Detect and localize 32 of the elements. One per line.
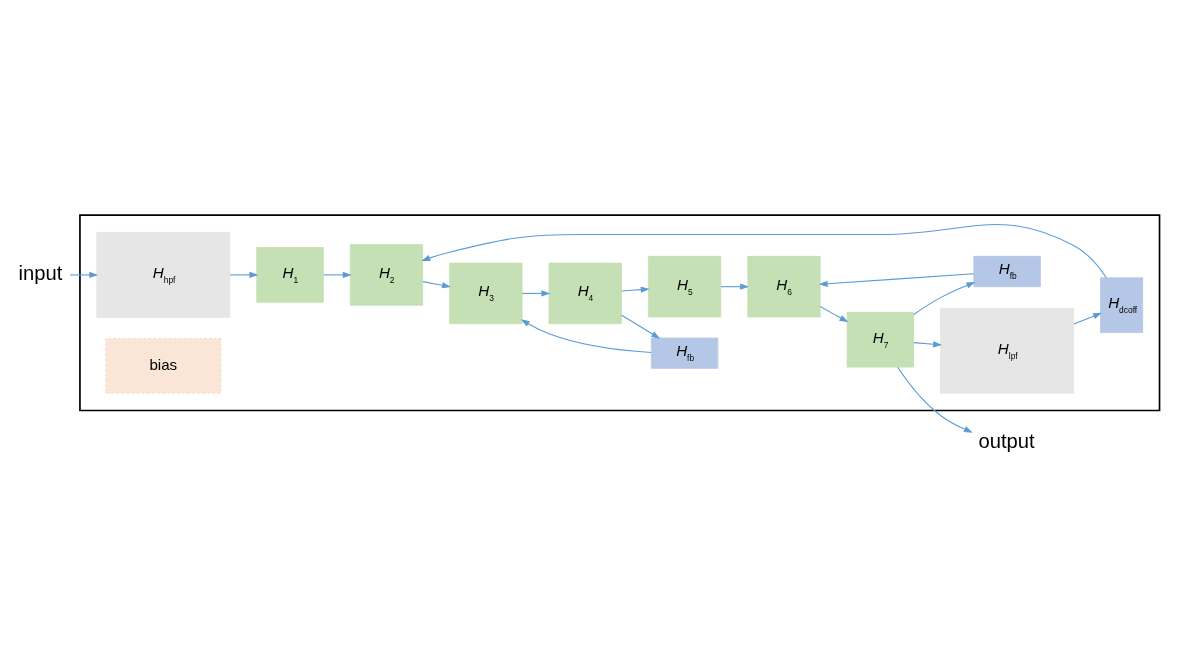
arrow [322, 271, 352, 278]
node-box: H$_{2}$ [349, 244, 424, 306]
arrow [422, 281, 451, 289]
node-box: H$_{5}$ [647, 255, 722, 318]
arrow [621, 286, 650, 293]
node-box: H$_{1}$ [256, 247, 324, 303]
arrow [421, 223, 1107, 279]
node-box: bias [105, 338, 222, 394]
node-box: H$_{7}$ [846, 311, 915, 368]
node-box: H$_{fb}$ [973, 255, 1041, 288]
node-box: H$_{hpf}$ [96, 231, 231, 318]
cluster [79, 214, 1161, 412]
arrow [521, 290, 551, 297]
node-box: H$_{fb}$ [650, 337, 719, 369]
arrow [520, 319, 652, 353]
arrow [819, 306, 849, 323]
arrow [818, 273, 975, 287]
node-box: H$_{lpf}$ [940, 307, 1075, 394]
arrow [69, 271, 99, 278]
arrow [720, 283, 750, 290]
arrow [621, 314, 661, 339]
arrow [913, 341, 943, 348]
arrow [897, 366, 973, 433]
arrow [1073, 312, 1103, 325]
node-text: output [978, 429, 1035, 452]
node-box: H$_{6}$ [747, 255, 821, 318]
node-box: H$_{dcoff}$ [1100, 277, 1144, 333]
node-text: input [18, 262, 63, 285]
arrow [229, 271, 259, 278]
arrow [913, 282, 976, 315]
node-box: H$_{4}$ [548, 262, 622, 325]
node-box: H$_{3}$ [449, 262, 523, 325]
